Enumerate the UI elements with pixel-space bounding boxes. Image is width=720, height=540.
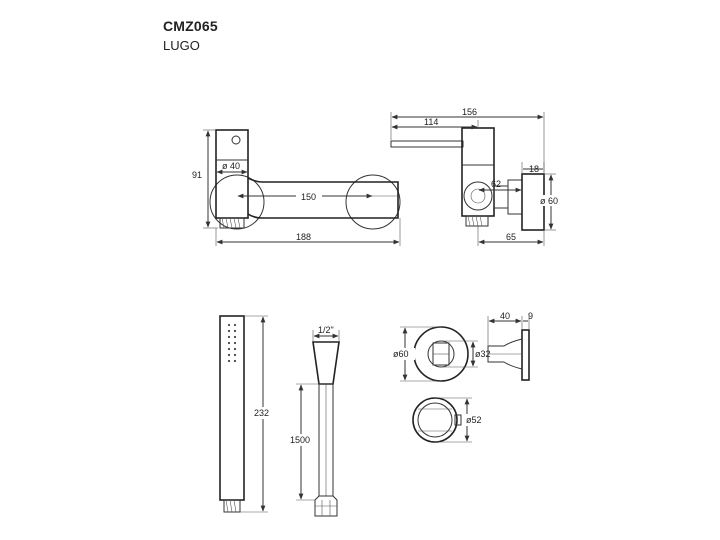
side-arm: [493, 185, 509, 209]
mixer-body: [215, 129, 249, 219]
lever: [390, 140, 464, 148]
holder-front: ø60 ø32: [393, 326, 494, 382]
cap-inner: [417, 402, 453, 438]
product-name: LUGO: [163, 38, 200, 53]
dim-flange-depth-label: 18: [529, 164, 539, 174]
side-nut: [463, 181, 493, 211]
dim-diameter-label: ø 40: [222, 161, 240, 171]
right-flange: [345, 174, 401, 230]
hand-shower: 232: [219, 315, 271, 513]
hose: 1/2" 1500: [289, 325, 340, 517]
dim-holder-thickness-label: 9: [528, 311, 533, 321]
dim-width-label: 188: [296, 232, 311, 242]
dim-lever-label: 114: [424, 117, 438, 127]
dim-projection-label: 65: [506, 232, 516, 242]
cap-outer: [412, 397, 458, 443]
dim-centers-label: 150: [301, 192, 316, 202]
lever-hole: [231, 135, 241, 145]
product-code: CMZ065: [163, 18, 218, 34]
holder-side: 40 9: [487, 311, 533, 381]
dim-thread-label: 1/2": [318, 325, 334, 335]
dim-height-label: 91: [192, 170, 202, 180]
connection-pipe: [247, 177, 399, 219]
front-view: 91 ø 40 150 188: [192, 129, 401, 246]
side-arm-joint: [507, 179, 523, 215]
hose-cone: [312, 341, 340, 385]
nozzle-dots: [227, 323, 237, 363]
dim-plate-label: ø60: [393, 349, 409, 359]
dim-cap-label: ø52: [466, 415, 482, 425]
hand-shower-body: [219, 315, 245, 501]
dim-total-label: 156: [462, 107, 477, 117]
dim-ring-label: ø32: [475, 349, 491, 359]
dim-flange-diameter-label: ø 60: [540, 196, 558, 206]
cap-tab: [454, 414, 462, 426]
dim-hose-label: 1500: [290, 435, 310, 445]
cap: ø52: [412, 397, 485, 443]
dim-holder-depth-label: 40: [500, 311, 510, 321]
left-flange: [209, 174, 265, 230]
dim-offset-label: 62: [491, 179, 501, 189]
holder-side-plate: [521, 329, 530, 381]
side-thread: [465, 215, 489, 227]
dim-handshower-label: 232: [254, 408, 269, 418]
side-view: 156 114 18 62 ø 60 65: [390, 107, 564, 246]
